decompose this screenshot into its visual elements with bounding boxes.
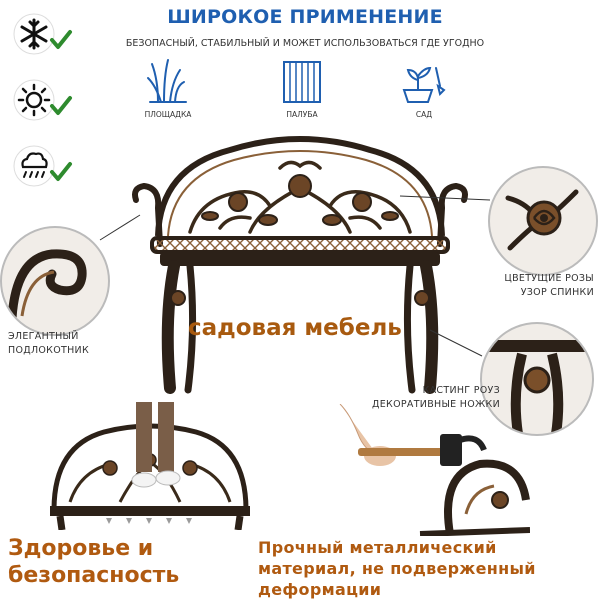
- deck-icon: [283, 61, 321, 103]
- health-safety-caption: Здоровье и безопасность: [8, 536, 180, 588]
- check-icon: [50, 162, 72, 181]
- bench-image: [132, 136, 468, 394]
- rain-weather-item: [12, 142, 74, 194]
- check-icon: [50, 30, 72, 49]
- person-on-bench-image: [50, 402, 250, 530]
- snowflake-icon: [13, 13, 72, 55]
- rose-detail-image: [488, 166, 598, 276]
- garden-furniture-label: садовая мебель: [188, 315, 402, 341]
- page-subtitle: БЕЗОПАСНЫЙ, СТАБИЛЬНЫЙ И МОЖЕТ ИСПОЛЬЗОВ…: [125, 38, 485, 49]
- feature-playground: ПЛОЩАДКА: [128, 56, 208, 119]
- feature-garden: САД: [384, 56, 464, 119]
- legs-detail-image: [480, 322, 594, 436]
- sun-weather-item: [12, 76, 74, 128]
- armrest-caption: ЭЛЕГАНТНЫЙ ПОДЛОКОТНИК: [8, 331, 89, 356]
- rose-caption: ЦВЕТУЩИЕ РОЗЫ УЗОР СПИНКИ: [504, 273, 594, 298]
- check-icon: [50, 96, 72, 115]
- legs-caption: КАСТИНГ РОУЗ ДЕКОРАТИВНЫЕ НОЖКИ: [372, 385, 500, 410]
- page-title: ШИРОКОЕ ПРИМЕНЕНИЕ: [167, 6, 443, 28]
- snowflake-weather-item: [12, 10, 74, 62]
- grass-icon: [147, 59, 187, 103]
- hammer-test-image: [339, 404, 530, 536]
- garden-plant-icon: [402, 66, 446, 103]
- sun-icon: [13, 79, 72, 121]
- durable-metal-caption: Прочный металлический материал, не подве…: [258, 538, 536, 599]
- feature-label: САД: [415, 110, 433, 119]
- armrest-detail-image: [0, 226, 110, 336]
- feature-deck: ПАЛУБА: [262, 56, 342, 119]
- feature-label: ПАЛУБА: [286, 110, 318, 119]
- feature-label: ПЛОЩАДКА: [144, 110, 192, 119]
- rain-cloud-icon: [13, 145, 72, 187]
